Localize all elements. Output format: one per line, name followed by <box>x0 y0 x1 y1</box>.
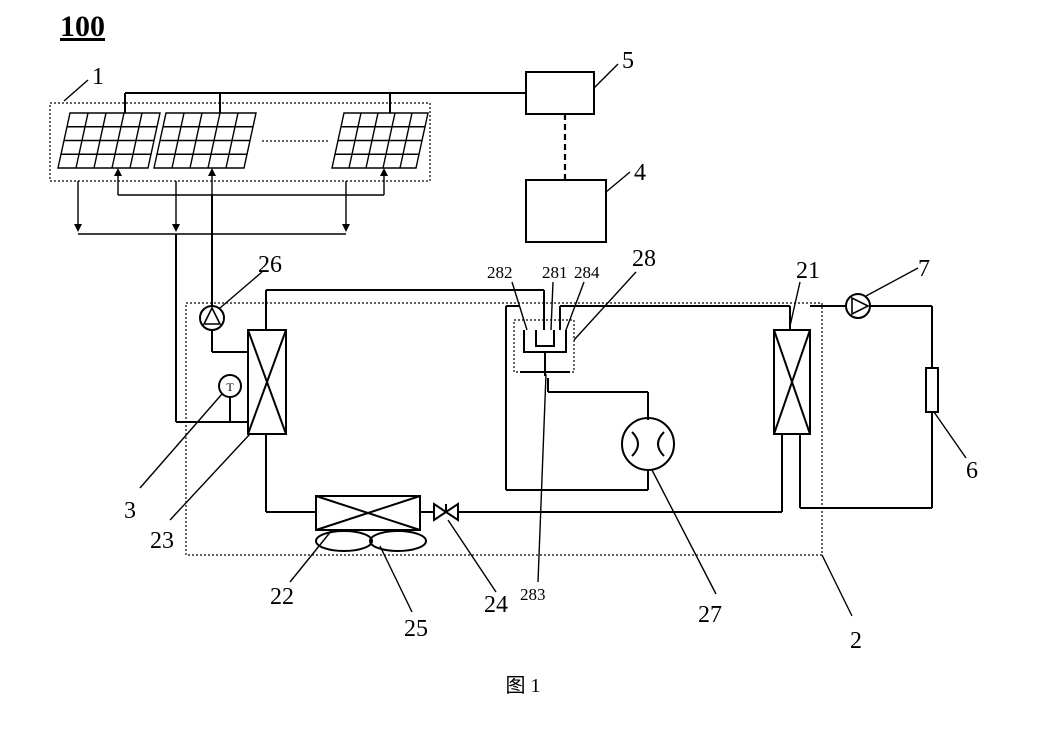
water-loop <box>800 306 932 508</box>
label-21: 21 <box>796 258 820 284</box>
label-22: 22 <box>270 584 294 610</box>
label-3: 3 <box>124 498 136 524</box>
electrical-wiring <box>125 93 526 113</box>
heat-exchanger-21 <box>774 330 810 434</box>
thermometer-3: T <box>219 375 241 422</box>
leader-283 <box>538 374 546 582</box>
label-4: 4 <box>634 160 646 186</box>
solar-array-boundary <box>50 103 430 181</box>
heat-exchanger-22 <box>316 496 420 530</box>
leader-23 <box>170 434 250 520</box>
figure-number: 100 <box>60 10 105 43</box>
fan-25 <box>316 531 426 551</box>
heat-exchanger-23 <box>248 330 286 434</box>
leader-27 <box>652 470 716 594</box>
solar-panel-middle <box>154 113 256 168</box>
leader-24 <box>448 520 496 592</box>
leader-7 <box>866 268 918 296</box>
label-282: 282 <box>487 263 513 282</box>
pump-7 <box>846 294 870 318</box>
label-7: 7 <box>918 256 930 282</box>
radiator-6 <box>926 368 938 412</box>
label-283: 283 <box>520 585 546 604</box>
label-5: 5 <box>622 48 634 74</box>
expansion-valve-24 <box>434 504 458 520</box>
solar-panel-right <box>332 113 428 168</box>
leader-22 <box>290 530 332 582</box>
leader-6 <box>934 412 966 458</box>
label-24: 24 <box>484 592 508 618</box>
solar-panel-left <box>58 113 160 168</box>
compressor-27 <box>622 418 674 470</box>
label-6: 6 <box>966 458 978 484</box>
leader-1 <box>64 80 88 101</box>
panel-cooling-pipes <box>74 168 388 234</box>
pump-26 <box>200 306 224 330</box>
leader-21 <box>790 282 800 326</box>
controller-5-box <box>526 72 594 114</box>
label-27: 27 <box>698 602 722 628</box>
refrigerant-pipes <box>266 290 790 512</box>
thermometer-symbol: T <box>226 380 234 394</box>
device-4-box <box>526 180 606 242</box>
label-28: 28 <box>632 246 656 272</box>
leader-2 <box>822 555 852 616</box>
label-284: 284 <box>574 263 600 282</box>
label-25: 25 <box>404 616 428 642</box>
label-23: 23 <box>150 528 174 554</box>
label-2: 2 <box>850 628 862 654</box>
leader-3 <box>140 394 222 488</box>
leader-4 <box>606 172 630 192</box>
leader-5 <box>594 64 618 88</box>
label-26: 26 <box>258 252 282 278</box>
leader-25 <box>380 546 412 612</box>
figure-caption: 图 1 <box>506 675 541 697</box>
label-1: 1 <box>92 64 104 90</box>
label-281: 281 <box>542 263 568 282</box>
leader-281 <box>551 282 553 330</box>
